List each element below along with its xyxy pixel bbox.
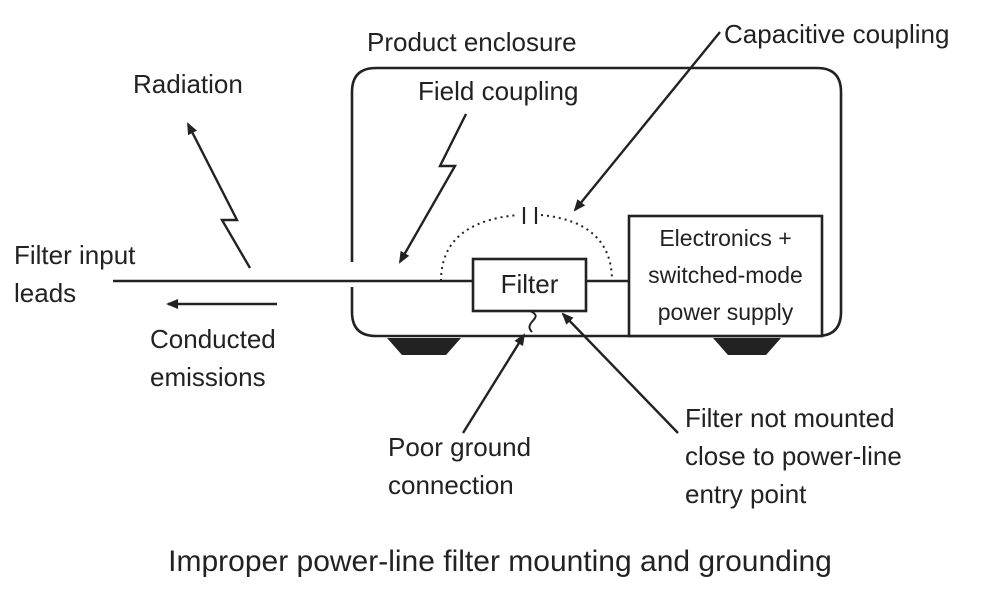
- field-coupling-label: Field coupling: [418, 76, 579, 106]
- electronics-line-2: switched-mode: [648, 262, 803, 288]
- capacitive-path-right: [540, 214, 613, 282]
- field-coupling-arrow: [398, 113, 468, 264]
- filter-not-mounted-line-3: entry point: [685, 479, 807, 509]
- electronics-line-3: power supply: [657, 299, 794, 325]
- radiation-label: Radiation: [133, 69, 243, 99]
- filter-input-leads-label: Filter input leads: [14, 236, 135, 312]
- filter-box: [471, 257, 588, 313]
- diagram-caption: Improper power-line filter mounting and …: [168, 545, 832, 578]
- capacitive-coupling-arrow: [573, 31, 721, 212]
- electronics-label: Electronics + switched-mode power supply: [629, 220, 822, 331]
- electronics-box: [627, 214, 824, 338]
- conducted-emissions-line-2: emissions: [150, 362, 266, 392]
- filter-input-leads-line-2: leads: [14, 278, 77, 308]
- capacitive-coupling-label: Capacitive coupling: [724, 19, 950, 49]
- product-enclosure-label: Product enclosure: [367, 27, 577, 57]
- filter-input-leads-line-1: Filter input: [14, 240, 136, 270]
- product-enclosure-outline: [350, 66, 843, 338]
- conducted-emissions-label: Conducted emissions: [150, 320, 276, 396]
- filter-not-mounted-line-2: close to power-line: [685, 441, 902, 471]
- poor-ground-wire: [528, 310, 537, 333]
- poor-ground-line-1: Poor ground: [388, 432, 532, 462]
- poor-ground-line-2: connection: [388, 470, 514, 500]
- conducted-emissions-line-1: Conducted: [150, 324, 276, 354]
- filter-label: Filter: [500, 269, 559, 299]
- filter-not-mounted-line-1: Filter not mounted: [685, 403, 895, 433]
- filter-not-mounted-arrow: [561, 312, 679, 434]
- poor-ground-arrow: [461, 333, 526, 434]
- enclosure-foot-left: [387, 338, 461, 355]
- electronics-line-1: Electronics +: [659, 225, 792, 251]
- capacitive-path-left: [440, 214, 519, 282]
- enclosure-foot-right: [713, 338, 781, 355]
- radiation-arrow: [186, 122, 252, 269]
- poor-ground-label: Poor ground connection: [388, 428, 531, 504]
- filter-not-mounted-label: Filter not mounted close to power-line e…: [685, 399, 902, 513]
